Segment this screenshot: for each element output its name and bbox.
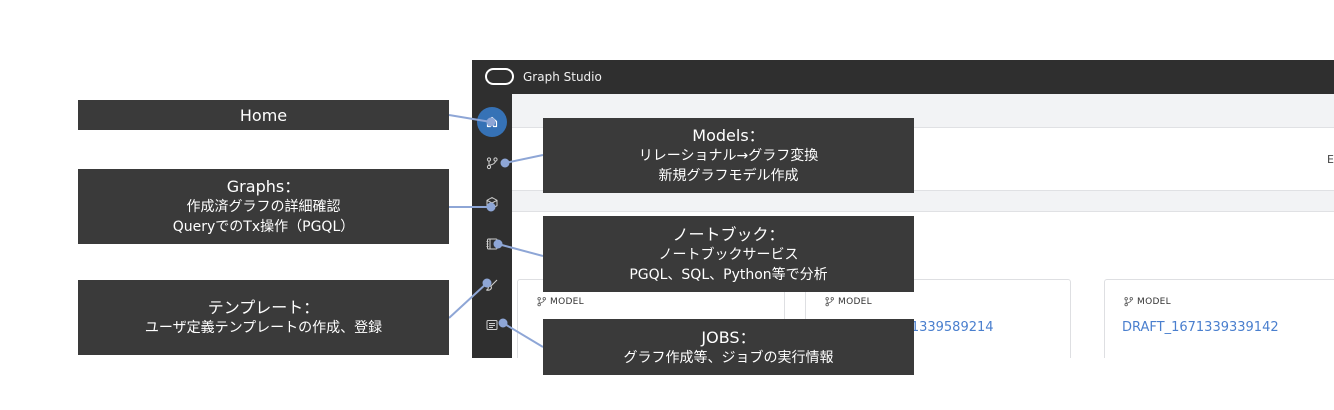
- callout-home: Home: [78, 100, 449, 130]
- connector-dot: [498, 318, 508, 328]
- callout-jobs-title: JOBS：: [701, 327, 756, 347]
- divider: [512, 190, 1334, 191]
- callout-notebook-title: ノートブック：: [672, 224, 785, 244]
- callout-graphs-line: QueryでのTx操作（PGQL）: [172, 219, 355, 235]
- model-link[interactable]: DRAFT_1671339339142: [1122, 320, 1279, 335]
- card-kind-label: MODEL: [838, 296, 872, 307]
- model-branch-icon: [825, 297, 834, 307]
- card-kind: MODEL: [824, 296, 872, 307]
- connector-notebook: [497, 243, 544, 257]
- connector-dot: [486, 117, 496, 127]
- divider: [512, 127, 1334, 128]
- section-band: [512, 191, 1334, 211]
- title-bar: Graph Studio: [472, 60, 1334, 94]
- divider: [512, 211, 1334, 212]
- app-title: Graph Studio: [523, 70, 602, 84]
- models-branch-icon: [486, 157, 498, 170]
- card-kind-label: MODEL: [1137, 296, 1171, 307]
- callout-graphs: Graphs： 作成済グラフの詳細確認 QueryでのTx操作（PGQL）: [78, 169, 449, 244]
- connector-dot: [486, 202, 496, 212]
- callout-graphs-title: Graphs：: [226, 177, 301, 196]
- connector-jobs: [502, 322, 544, 348]
- callout-notebook-line: PGQL、SQL、Python等で分析: [629, 266, 828, 283]
- callout-models-line: 新規グラフモデル作成: [658, 168, 799, 184]
- callout-templates: テンプレート： ユーザ定義テンプレートの作成、登録: [78, 280, 449, 355]
- connector-dot: [500, 158, 510, 168]
- callout-models: Models： リレーショナル→グラフ変換 新規グラフモデル作成: [543, 118, 914, 193]
- header-edge-text: E: [1327, 153, 1334, 166]
- callout-models-line: リレーショナル→グラフ変換: [638, 148, 819, 164]
- card-kind-label: MODEL: [550, 296, 584, 307]
- callout-models-title: Models：: [692, 126, 765, 145]
- callout-graphs-line: 作成済グラフの詳細確認: [186, 199, 341, 215]
- model-branch-icon: [537, 297, 546, 307]
- model-card[interactable]: MODEL DRAFT_1671339339142: [1104, 279, 1334, 358]
- card-kind: MODEL: [1123, 296, 1171, 307]
- callout-jobs-line: グラフ作成等、ジョブの実行情報: [623, 349, 834, 366]
- connector-templates: [448, 282, 488, 319]
- card-kind: MODEL: [536, 296, 584, 307]
- callout-jobs: JOBS： グラフ作成等、ジョブの実行情報: [543, 319, 914, 375]
- connector-dot: [493, 239, 503, 249]
- connector-dot: [482, 278, 492, 288]
- callout-templates-title: テンプレート：: [207, 298, 320, 317]
- callout-notebook: ノートブック： ノートブックサービス PGQL、SQL、Python等で分析: [543, 216, 914, 292]
- sidebar-item-models[interactable]: [477, 148, 507, 178]
- connector-models: [504, 154, 544, 164]
- callout-home-title: Home: [239, 105, 288, 125]
- connector-home: [448, 114, 492, 123]
- callout-templates-line: ユーザ定義テンプレートの作成、登録: [144, 320, 383, 336]
- callout-notebook-line: ノートブックサービス: [658, 246, 799, 263]
- jobs-list-icon: [486, 320, 498, 330]
- model-branch-icon: [1124, 297, 1133, 307]
- oracle-logo-icon[interactable]: [485, 68, 514, 85]
- sidebar-item-jobs[interactable]: [477, 310, 507, 340]
